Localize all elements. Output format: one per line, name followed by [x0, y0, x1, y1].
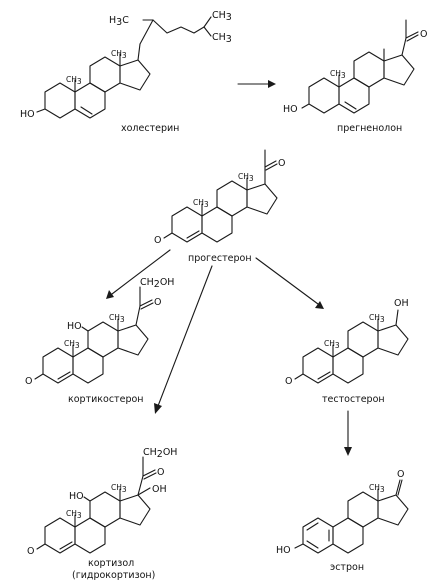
- cortisol-structure: [36, 456, 157, 554]
- progesterone-structure: [163, 149, 278, 243]
- corticosterone-ring-o-label: O: [25, 376, 32, 387]
- cholesterol-ch3-top-label: CH3: [212, 10, 232, 23]
- pregnenolone-o-label: O: [420, 29, 427, 40]
- progesterone-o-label: O: [278, 158, 285, 169]
- arrow-testosterone-to-estrone: [344, 410, 352, 456]
- arrow-cholesterol-to-pregnenolone: [237, 80, 276, 88]
- cortisol-ch2oh-label: CH2OH: [143, 447, 177, 460]
- cortisol-methyl-label: CH3: [66, 509, 82, 520]
- cortisol-methyl-label-2: CH3: [111, 483, 127, 494]
- cholesterol-methyl-label: CH3: [66, 75, 82, 86]
- pregnenolone-ho-label: HO: [283, 104, 298, 115]
- cortisol-ho-label: HO: [69, 491, 84, 502]
- progesterone-caption: прогестерон: [188, 253, 252, 264]
- corticosterone-ho-label: HO: [67, 321, 82, 332]
- cortisol-o-label: O: [157, 467, 164, 478]
- cholesterol-ho-label: HO: [20, 109, 35, 120]
- cholesterol-structure: [36, 16, 212, 119]
- corticosterone-o-label: O: [154, 297, 161, 308]
- testosterone-oh-label: OH: [394, 298, 409, 309]
- corticosterone-structure: [34, 286, 154, 384]
- corticosterone-methyl-label: CH3: [64, 339, 80, 350]
- cholesterol-h3c-label: H3C: [109, 15, 129, 28]
- cortisol-alt-caption: (гидрокортизон): [72, 570, 155, 581]
- arrow-progesterone-to-corticosterone: [106, 249, 171, 299]
- cholesterol-methyl-label-2: CH3: [111, 49, 127, 60]
- corticosterone-ch2oh-label: CH2OH: [140, 277, 174, 290]
- cholesterol-ch3-bottom-label: CH3: [212, 32, 232, 45]
- testosterone-methyl-label: CH3: [324, 339, 340, 350]
- cholesterol-caption: холестерин: [121, 123, 179, 134]
- progesterone-methyl-label: CH3: [193, 198, 209, 209]
- cortisol-ring-o-label: O: [27, 546, 34, 557]
- cortisol-oh-label: OH: [152, 484, 167, 495]
- arrow-progesterone-to-cortisol: [154, 265, 213, 414]
- estrone-structure: [294, 479, 409, 554]
- testosterone-caption: тестостерон: [322, 394, 385, 405]
- testosterone-ring-o-label: O: [285, 376, 292, 387]
- progesterone-ring-o-label: O: [154, 235, 161, 246]
- estrone-o-label: O: [397, 469, 404, 480]
- estrone-ho-label: HO: [276, 545, 291, 556]
- pregnenolone-methyl-label: CH3: [330, 69, 346, 80]
- arrow-progesterone-to-testosterone: [255, 257, 324, 309]
- progesterone-methyl-label-2: CH3: [238, 172, 254, 183]
- corticosterone-caption: кортикостерон: [68, 394, 144, 405]
- estrone-methyl-label: CH3: [369, 483, 385, 494]
- cortisol-caption: кортизол: [88, 558, 134, 569]
- pregnenolone-structure: [301, 19, 419, 114]
- testosterone-methyl-label-2: CH3: [369, 313, 385, 324]
- estrone-caption: эстрон: [330, 562, 364, 573]
- pregnenolone-caption: прегненолон: [337, 123, 402, 134]
- corticosterone-methyl-label-2: CH3: [109, 313, 125, 324]
- testosterone-structure: [294, 309, 409, 384]
